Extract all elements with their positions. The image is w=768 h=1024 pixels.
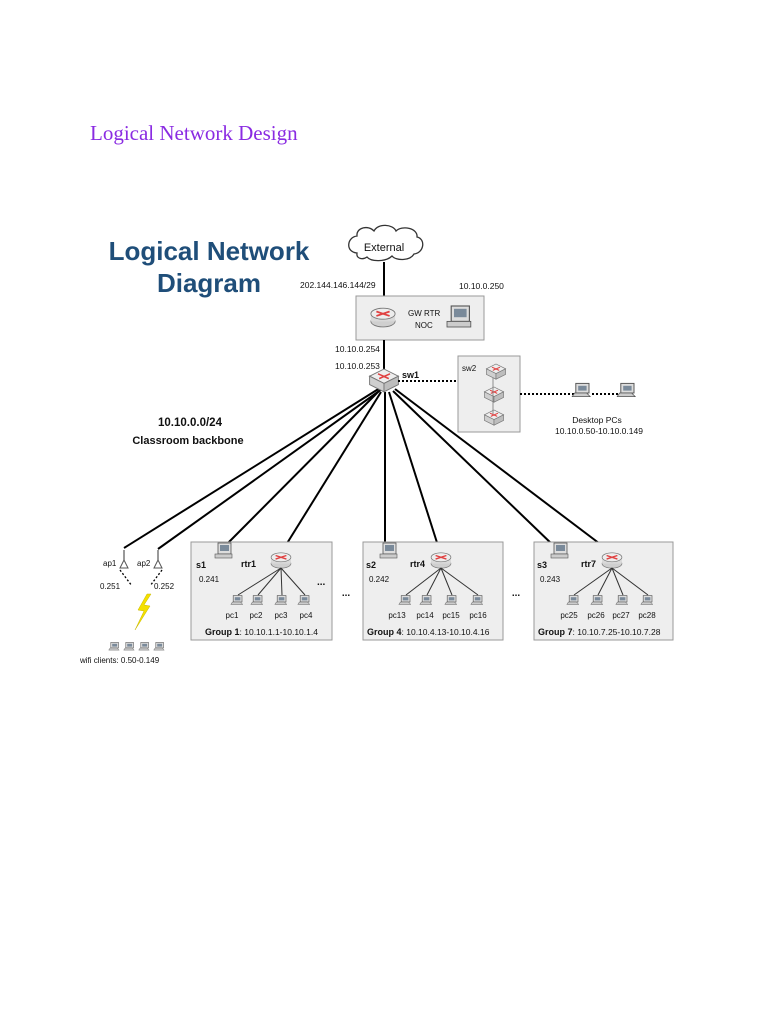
group-1-pc-3: pc3 xyxy=(275,611,288,620)
ap1-ip-label: 0.251 xyxy=(100,582,121,591)
svg-text:Group 4: 10.10.4.13-10.10.4.16: Group 4: 10.10.4.13-10.10.4.16 xyxy=(367,627,490,637)
group-7-server: s3 xyxy=(537,560,547,570)
group-1-server-ip: 0.241 xyxy=(199,575,220,584)
group-1-pc-1: pc1 xyxy=(226,611,239,620)
group-1-router: rtr1 xyxy=(241,559,256,569)
page-heading: Logical Network Design xyxy=(90,121,298,145)
group-4-pc-2: pc14 xyxy=(416,611,434,620)
svg-text:Group 1: 10.10.1.1-10.10.1.4: Group 1: 10.10.1.1-10.10.1.4 xyxy=(205,627,318,637)
sw1-switch-icon xyxy=(368,368,400,393)
ap2-ip-label: 0.252 xyxy=(154,582,175,591)
group-7-pc-links xyxy=(573,567,649,596)
diagram-title-line2: Diagram xyxy=(157,268,261,298)
group-box-7: s3 0.243 rtr7 pc25 pc26 pc27 pc28 Group … xyxy=(533,541,674,641)
sw1-ip-label: 10.10.0.253 xyxy=(335,361,380,371)
group-1-router-icon xyxy=(270,552,292,569)
gw-ip-label: 10.10.0.254 xyxy=(335,344,380,354)
external-label: External xyxy=(364,242,404,254)
group-7-pc-3: pc27 xyxy=(612,611,630,620)
group-7-router: rtr7 xyxy=(581,559,596,569)
group-4-pc-1: pc13 xyxy=(388,611,406,620)
wireless-bolt-icon xyxy=(134,593,152,631)
group-1-pc-4: pc4 xyxy=(300,611,313,620)
ap1-label: ap1 xyxy=(103,559,117,568)
group-4-name: Group 4 xyxy=(367,627,402,637)
group-4-server-ip: 0.242 xyxy=(369,575,390,584)
group-4-range: : 10.10.4.13-10.10.4.16 xyxy=(402,627,490,637)
desktop-pc-icon-1 xyxy=(571,382,591,398)
desktop-label: Desktop PCs xyxy=(572,415,622,425)
group-4-server: s2 xyxy=(366,560,376,570)
backbone-label: Classroom backbone xyxy=(132,435,243,447)
gw-label-2: NOC xyxy=(415,321,433,330)
external-cloud-icon xyxy=(348,224,424,262)
ap1-antenna-icon xyxy=(119,549,129,569)
subnet-label: 10.10.0.0/24 xyxy=(158,417,223,429)
wan-ip-label: 202.144.146.144/29 xyxy=(300,280,376,290)
group-1-name: Group 1 xyxy=(205,627,240,637)
group-7-name: Group 7 xyxy=(538,627,573,637)
desktop-pc-icon-2 xyxy=(616,382,636,398)
svg-text:Group 7: 10.10.7.25-10.10.7.28: Group 7: 10.10.7.25-10.10.7.28 xyxy=(538,627,661,637)
ap2-antenna-icon xyxy=(153,549,163,569)
backbone-lines xyxy=(123,387,613,554)
group-1-pc-links xyxy=(237,567,306,596)
group-7-router-icon xyxy=(601,552,623,569)
group-7-server-ip: 0.243 xyxy=(540,575,561,584)
diagram-title-line1: Logical Network xyxy=(109,236,310,266)
desktop-range-label: 10.10.0.50-10.10.0.149 xyxy=(555,426,643,436)
ap2-label: ap2 xyxy=(137,559,151,568)
gw-label-1: GW RTR xyxy=(408,309,441,318)
groups-ellipsis-1: ... xyxy=(342,588,351,599)
gw-router-icon xyxy=(370,307,396,328)
sw1-label: sw1 xyxy=(402,370,419,380)
group-4-pc-4: pc16 xyxy=(469,611,487,620)
wifi-clients-label: wifi clients: 0.50-0.149 xyxy=(79,656,160,665)
group-4-pc-links xyxy=(405,567,479,596)
group-4-pc-3: pc15 xyxy=(442,611,460,620)
group-box-1: s1 0.241 rtr1 ... pc1 pc2 pc3 pc4 Group … xyxy=(190,541,333,641)
sw2-label: sw2 xyxy=(462,364,477,373)
noc-ip-label: 10.10.0.250 xyxy=(459,281,504,291)
group-1-range: : 10.10.1.1-10.10.1.4 xyxy=(240,627,319,637)
group-7-pc-1: pc25 xyxy=(560,611,578,620)
group-1-more: ... xyxy=(317,577,326,588)
group-box-4: s2 0.242 rtr4 pc13 pc14 pc15 pc16 Group … xyxy=(362,541,504,641)
group-7-pc-4: pc28 xyxy=(638,611,656,620)
group-7-pc-2: pc26 xyxy=(587,611,605,620)
group-1-pc-2: pc2 xyxy=(250,611,263,620)
group-4-router: rtr4 xyxy=(410,559,425,569)
group-1-server: s1 xyxy=(196,560,206,570)
group-7-range: : 10.10.7.25-10.10.7.28 xyxy=(573,627,661,637)
wifi-clients-icons xyxy=(108,642,165,651)
group-4-router-icon xyxy=(430,552,452,569)
wifi-links xyxy=(119,569,163,587)
groups-ellipsis-2: ... xyxy=(512,588,521,599)
